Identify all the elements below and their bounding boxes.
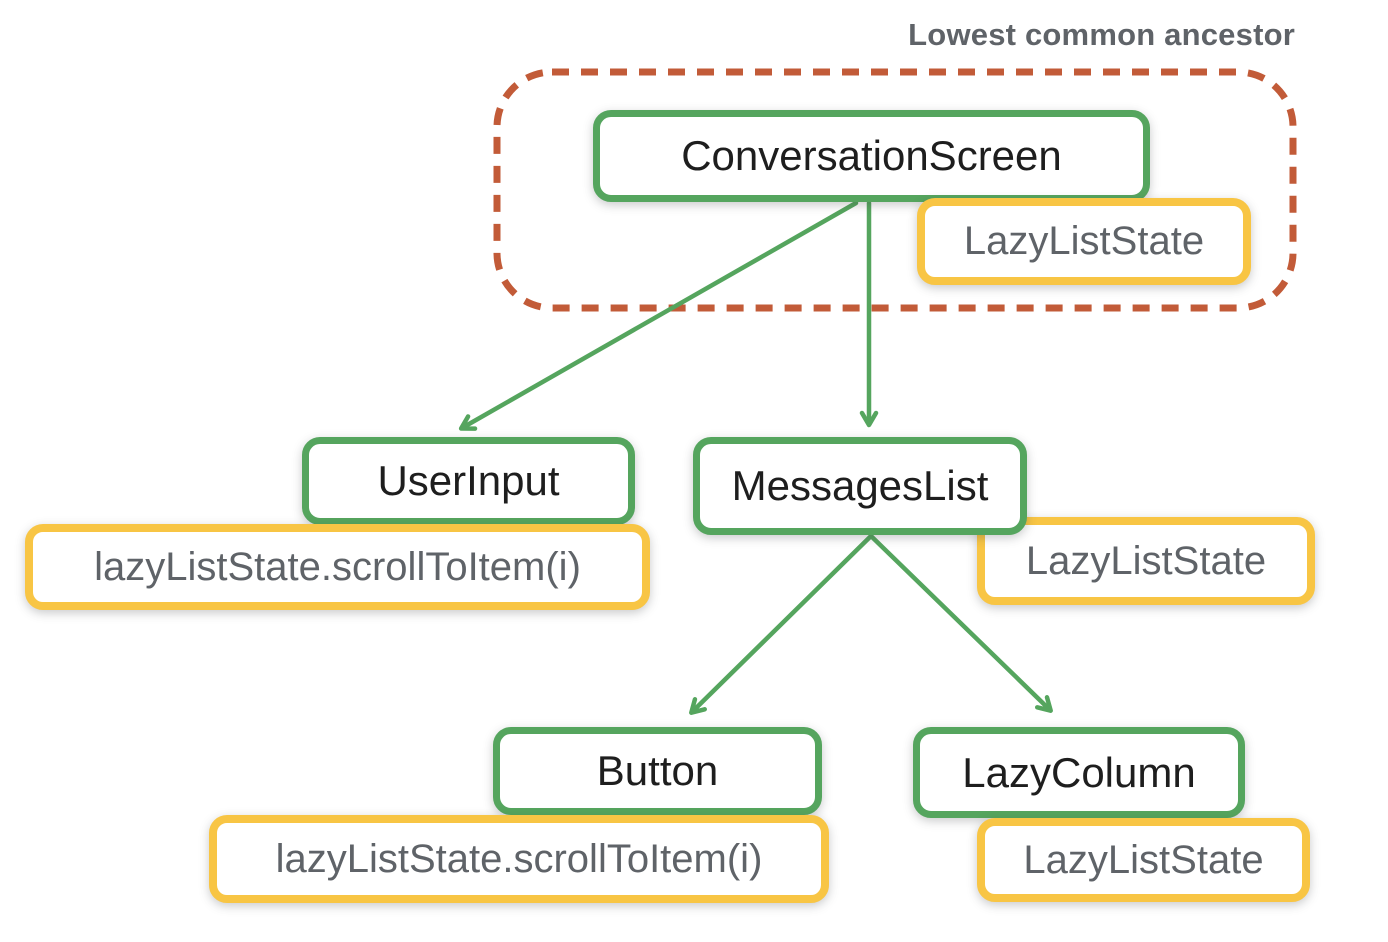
edge-conversationscreen-to-userinput: [458, 200, 859, 431]
state-badge-lazy-column: LazyListState: [977, 818, 1310, 902]
node-lazy-column: LazyColumn: [913, 727, 1245, 818]
node-user-input-label: UserInput: [377, 457, 560, 504]
event-badge-button-label: lazyListState.scrollToItem(i): [275, 836, 763, 881]
event-badge-button: lazyListState.scrollToItem(i): [209, 815, 829, 903]
edge-messageslist-to-button: [689, 533, 874, 715]
node-button: Button: [493, 727, 822, 815]
node-user-input: UserInput: [302, 437, 635, 525]
state-badge-conversation-screen: LazyListState: [917, 198, 1251, 285]
state-badge-lazy-column-label: LazyListState: [1023, 837, 1264, 882]
node-conversation-screen: ConversationScreen: [593, 110, 1150, 202]
state-badge-conversation-screen-label: LazyListState: [963, 219, 1205, 263]
event-badge-user-input: lazyListState.scrollToItem(i): [25, 524, 650, 610]
state-badge-messages-list: LazyListState: [977, 517, 1315, 605]
node-messages-list: MessagesList: [693, 437, 1027, 535]
node-lazy-column-label: LazyColumn: [962, 748, 1196, 796]
node-conversation-screen-label: ConversationScreen: [681, 132, 1062, 179]
node-messages-list-label: MessagesList: [731, 462, 989, 509]
node-button-label: Button: [596, 747, 719, 794]
edge-messageslist-to-lazycolumn: [868, 533, 1053, 713]
event-badge-user-input-label: lazyListState.scrollToItem(i): [94, 544, 581, 589]
lowest-common-ancestor-label: Lowest common ancestor: [908, 17, 1295, 52]
state-badge-messages-list-label: LazyListState: [1025, 538, 1267, 583]
